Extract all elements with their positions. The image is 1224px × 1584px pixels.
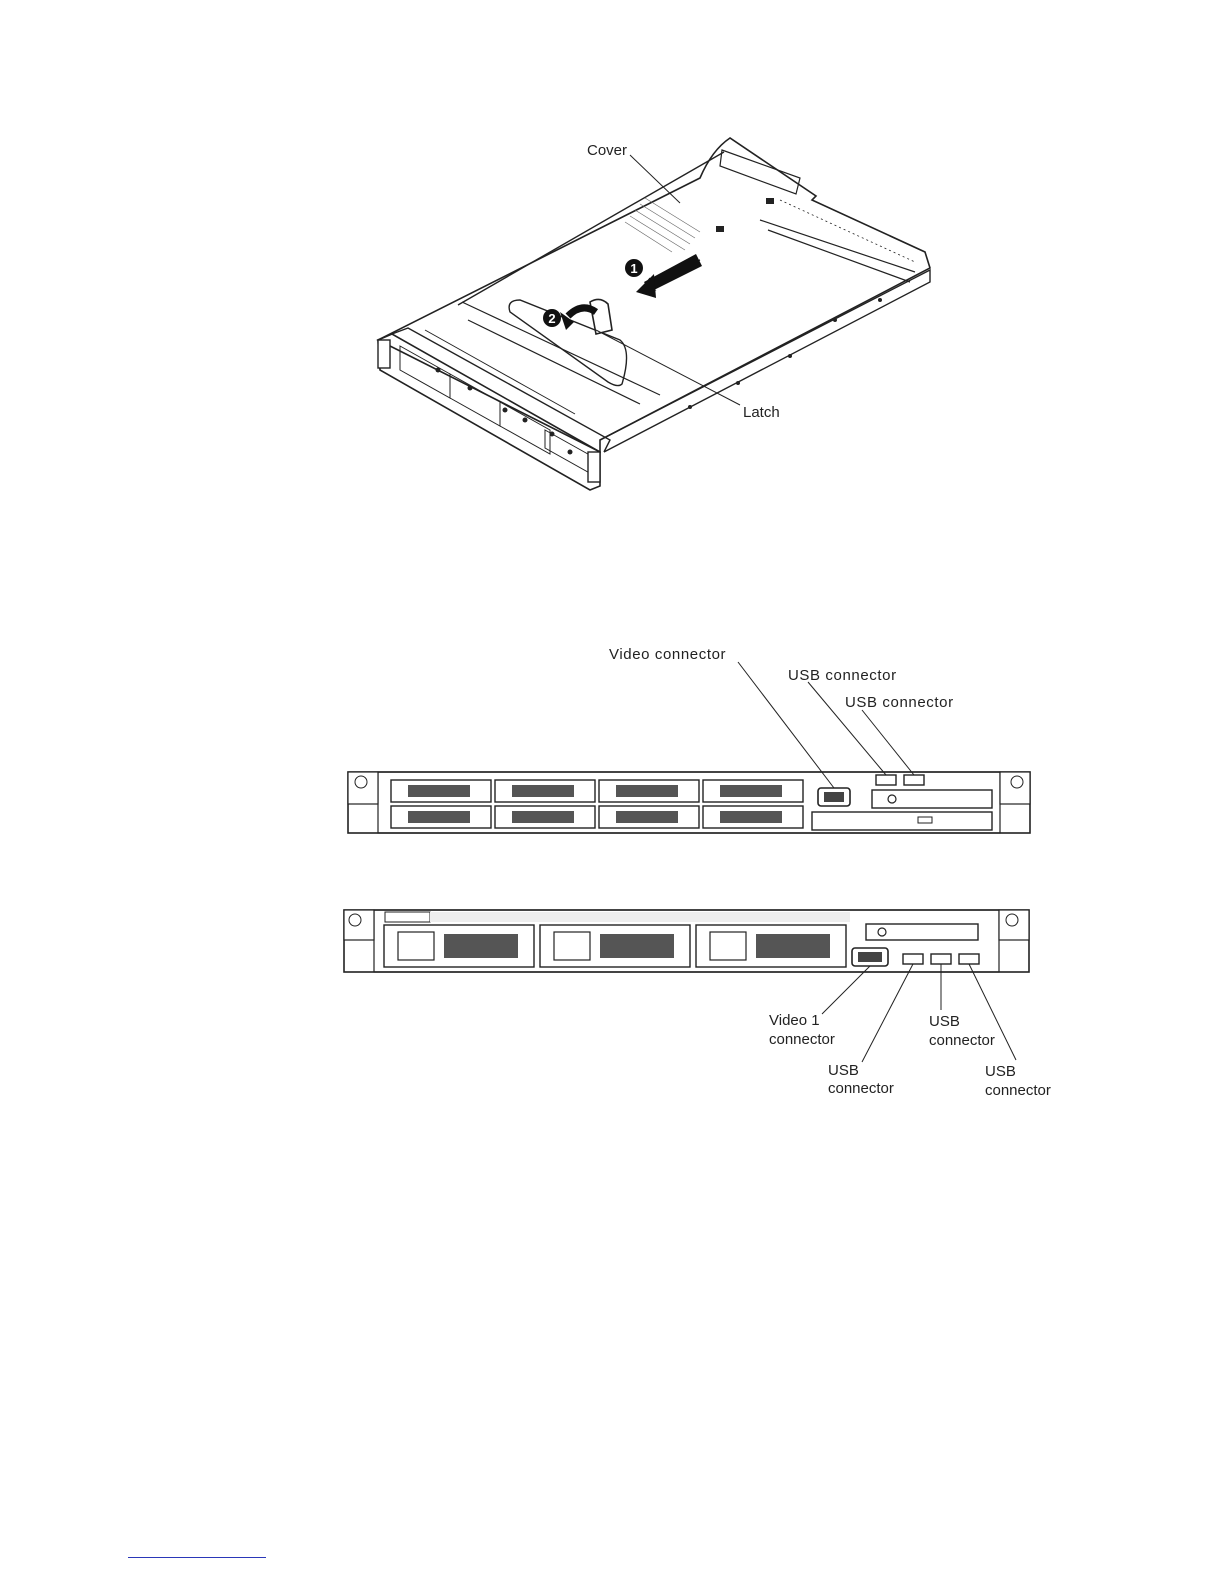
front-panel-8-bay: Video connector USB connector USB connec… <box>0 630 1224 850</box>
latch-label: Latch <box>743 404 780 421</box>
optical-drive-bay <box>812 812 992 830</box>
video-1-leader <box>822 966 870 1014</box>
cover-leader <box>630 155 680 203</box>
usb-connector-label-b: USB connector <box>845 694 954 711</box>
video-1-label-line1: Video 1 <box>769 1012 820 1029</box>
front-bezel-top <box>392 328 610 452</box>
video-connector-label: Video connector <box>609 646 726 663</box>
cover-mark-b <box>766 198 774 204</box>
front-view-8-bay-figure: Video connector USB connector USB connec… <box>0 630 1224 850</box>
side-rail <box>600 270 930 452</box>
usb-right-label-line1: USB <box>985 1063 1016 1080</box>
cover-top-edge <box>458 152 724 305</box>
rear-vent-dots <box>780 200 915 262</box>
top-hatch-strip <box>430 912 850 922</box>
video-1-connector-pins <box>858 952 882 962</box>
cover-hatch <box>625 198 700 252</box>
front-panel-3-bay: Video 1 connector USB connector USB conn… <box>0 900 1224 1110</box>
footer-rule <box>128 1557 266 1558</box>
right-rack-ear <box>588 452 600 482</box>
usb-connector-port-mid <box>931 954 951 964</box>
drive-grilles-3 <box>444 934 830 958</box>
step-1-number: 1 <box>630 261 637 276</box>
usb-left-label-line1: USB <box>828 1062 859 1079</box>
usb-mid-label-line2: connector <box>929 1032 995 1049</box>
cover-label: Cover <box>587 142 627 159</box>
cover-front-lines <box>462 302 660 404</box>
usb-right-label-line2: connector <box>985 1082 1051 1099</box>
video-1-label-line2: connector <box>769 1031 835 1048</box>
usb-b-leader <box>862 710 914 775</box>
usb-connector-port-left <box>903 954 923 964</box>
usb-connector-port-right <box>959 954 979 964</box>
video-connector-pins <box>824 792 844 802</box>
usb-mid-label-line1: USB <box>929 1013 960 1030</box>
usb-left-leader <box>862 964 913 1062</box>
arrow-1-head <box>636 274 656 298</box>
rear-vent-lines <box>760 220 915 282</box>
cover-removal-figure: 1 2 Cover Latch <box>0 0 1224 520</box>
usb-left-label-line2: connector <box>828 1080 894 1097</box>
operator-panel-3 <box>866 924 978 940</box>
step-2-number: 2 <box>548 311 555 326</box>
usb-connector-port-b <box>904 775 924 785</box>
usb-connector-label-a: USB connector <box>788 667 897 684</box>
operator-panel <box>872 790 992 808</box>
usb-connector-port-a <box>876 775 896 785</box>
rear-label-slot <box>720 150 800 194</box>
cover-mark-a <box>716 226 724 232</box>
left-rack-ear <box>378 340 390 368</box>
latch-leader <box>596 330 740 405</box>
front-view-3-bay-figure: Video 1 connector USB connector USB conn… <box>0 900 1224 1110</box>
server-cover-illustration: 1 2 Cover Latch <box>0 0 1224 520</box>
